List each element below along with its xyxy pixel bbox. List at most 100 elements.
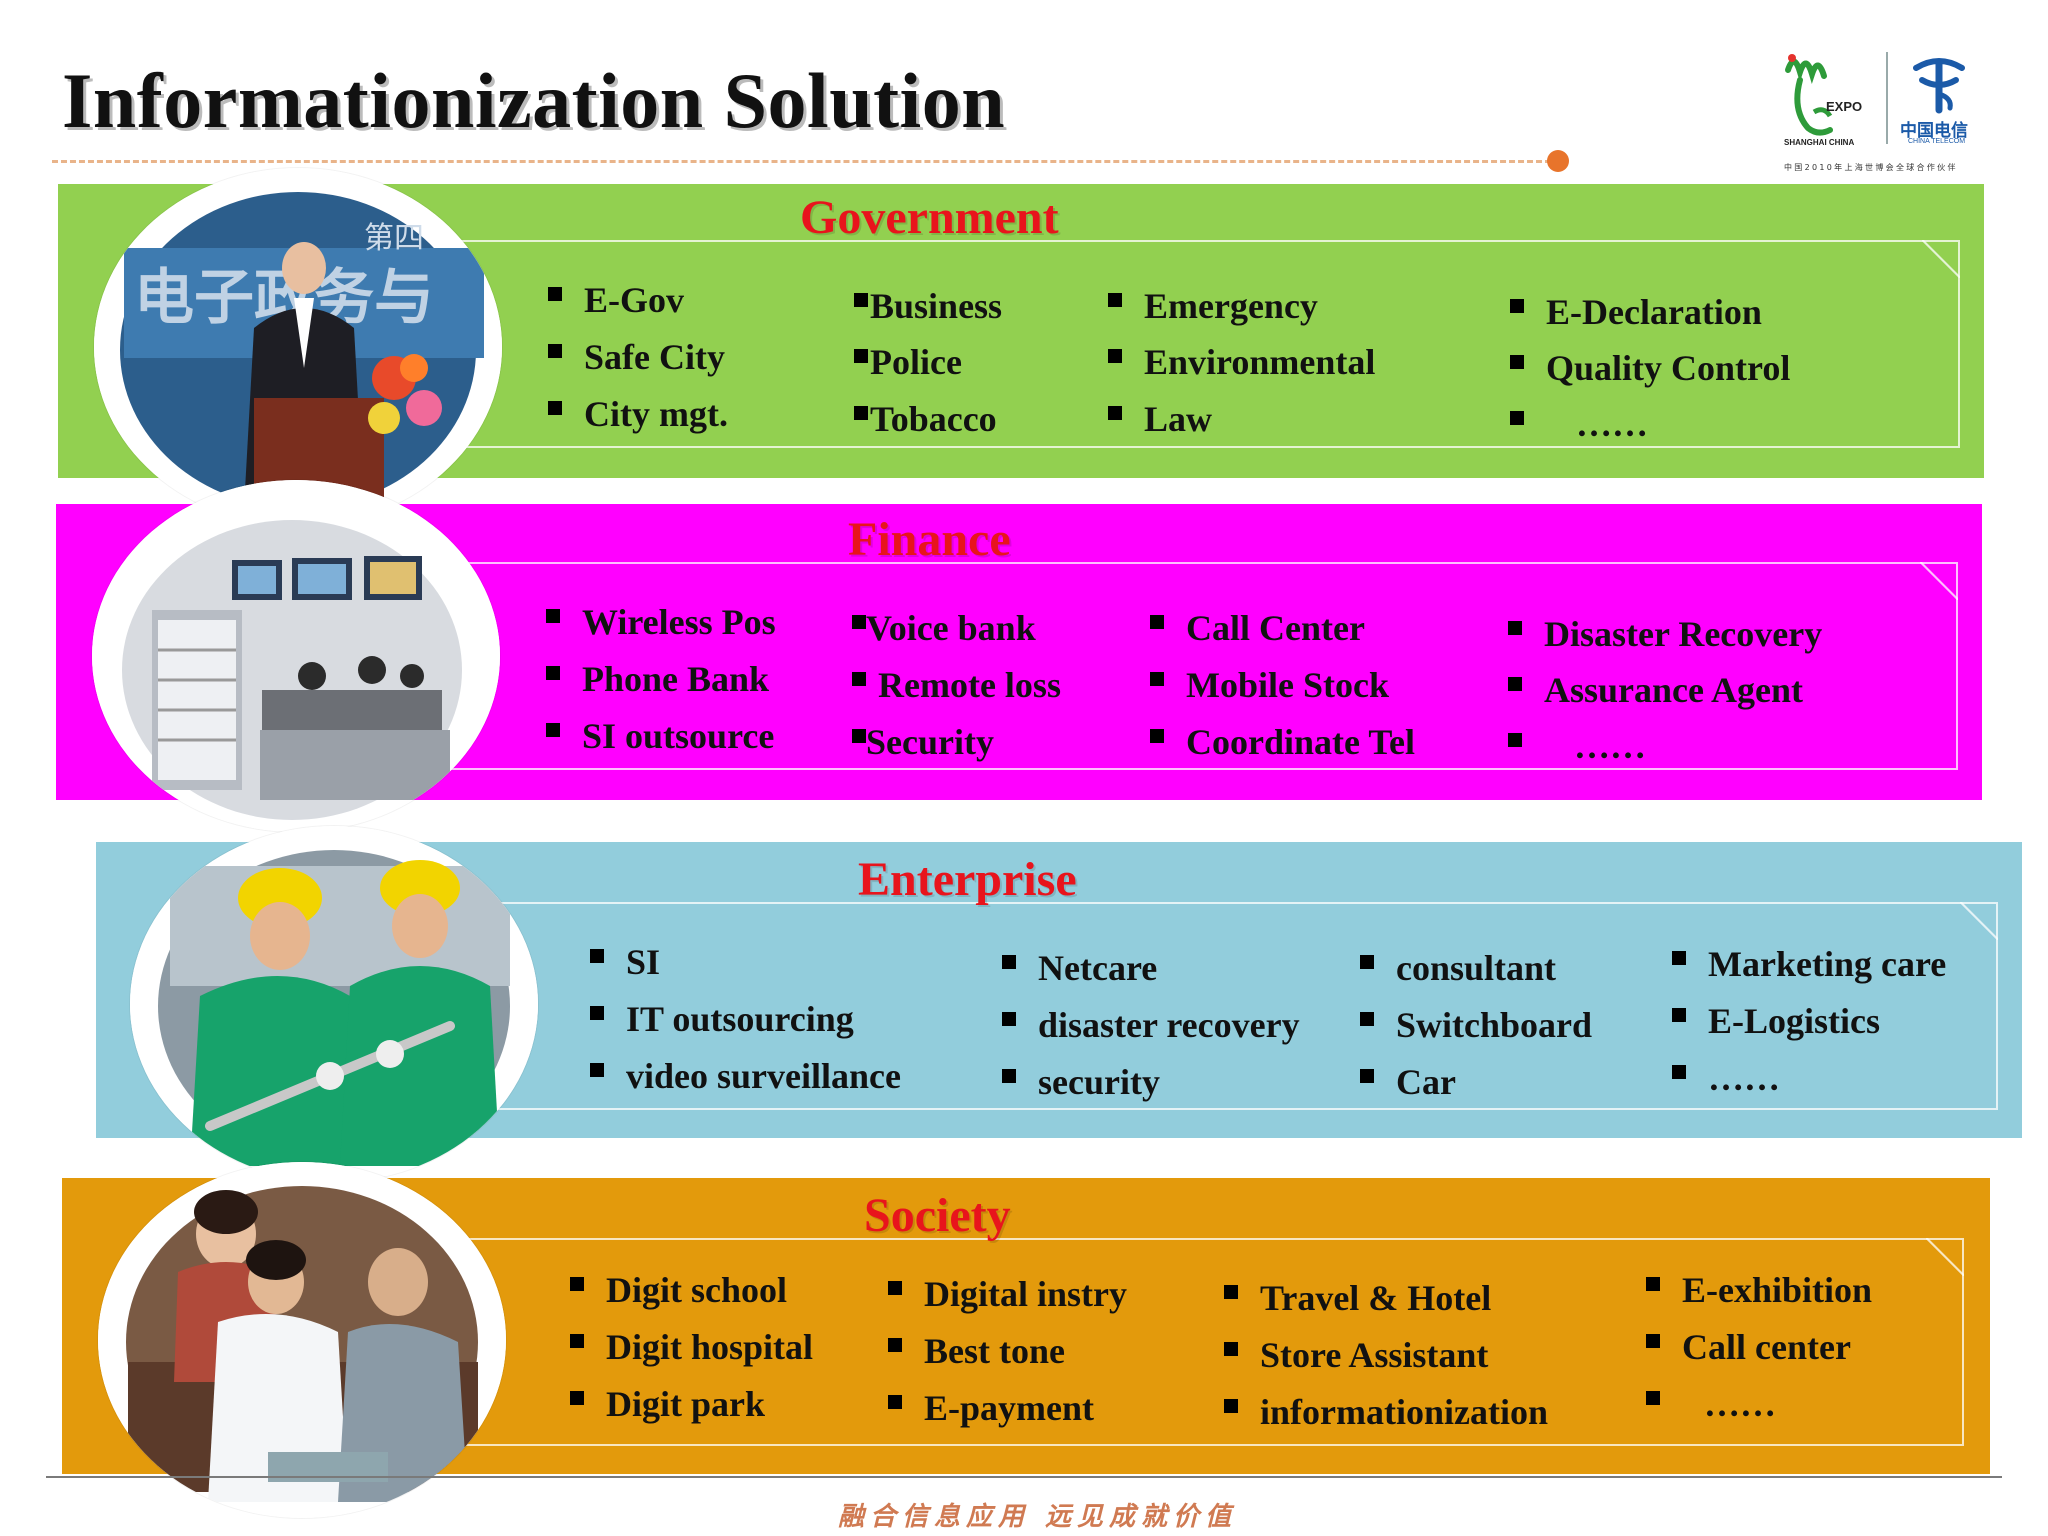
bullet-icon [1510, 410, 1524, 425]
bullet-icon [854, 292, 868, 307]
bullet-icon [1150, 614, 1164, 629]
list-item: Police [854, 342, 962, 382]
list-item: Business [854, 286, 1002, 326]
photo-government: 电子政务与 第四 [94, 168, 502, 526]
list-item: Digit school [570, 1270, 787, 1310]
china-telecom-en: CHINA TELECOM [1908, 138, 1966, 145]
list-item: Security [852, 722, 994, 762]
bullet-icon [1360, 1068, 1374, 1083]
bullet-icon [590, 1062, 604, 1077]
list-item: SI [590, 942, 660, 982]
svg-text:第四: 第四 [364, 221, 424, 256]
list-item: Digital instry [888, 1274, 1127, 1314]
section-society-frame [424, 1238, 1964, 1446]
expo-logo-icon [1785, 54, 1833, 136]
list-item: Voice bank [852, 608, 1036, 648]
list-item: E-payment [888, 1388, 1094, 1428]
photo-enterprise [130, 826, 538, 1182]
list-item: Travel & Hotel [1224, 1278, 1491, 1318]
bullet-icon [1672, 1007, 1686, 1022]
bullet-icon [854, 405, 868, 420]
list-item: Quality Control [1510, 348, 1790, 388]
list-item: IT outsourcing [590, 999, 854, 1039]
section-finance-frame [420, 562, 1958, 770]
list-item: Tobacco [854, 399, 997, 439]
bullet-icon [1150, 728, 1164, 743]
section-society-title: Society [864, 1189, 1011, 1242]
list-item: Disaster Recovery [1508, 614, 1822, 654]
list-item: …… [1672, 1058, 1780, 1098]
list-item: Mobile Stock [1150, 665, 1389, 705]
bullet-icon [852, 614, 866, 629]
bullet-icon [888, 1337, 902, 1352]
list-item: Digit hospital [570, 1327, 813, 1367]
bullet-icon [1224, 1341, 1238, 1356]
list-item: …… [1510, 404, 1648, 444]
bullet-icon [1224, 1398, 1238, 1413]
list-item: Wireless Pos [546, 602, 776, 642]
bullet-icon [1108, 348, 1122, 363]
bullet-icon [852, 671, 866, 686]
list-item: Call Center [1150, 608, 1365, 648]
list-item: Store Assistant [1224, 1335, 1488, 1375]
footer-divider [46, 1476, 2002, 1478]
list-item: Environmental [1108, 342, 1375, 382]
bullet-icon [1108, 405, 1122, 420]
bullet-icon [1510, 298, 1524, 313]
bullet-icon [1224, 1284, 1238, 1299]
logo-separator [1886, 52, 1888, 144]
bullet-icon [1672, 950, 1686, 965]
bullet-icon [854, 348, 868, 363]
list-item: Law [1108, 399, 1212, 439]
list-item: SI outsource [546, 716, 774, 756]
bullet-icon [1150, 671, 1164, 686]
list-item: …… [1508, 726, 1646, 766]
list-item: E-Gov [548, 280, 684, 320]
bullet-icon [1360, 954, 1374, 969]
page-title: Informationization Solution [62, 57, 1006, 144]
bullet-icon [1108, 292, 1122, 307]
list-item: disaster recovery [1002, 1005, 1300, 1045]
bullet-icon [546, 665, 560, 680]
footer-slogan: 融合信息应用 远见成就价值 [838, 1502, 1238, 1532]
list-item: Digit park [570, 1384, 765, 1424]
bullet-icon [548, 400, 562, 415]
section-finance-title: Finance [848, 513, 1011, 566]
bullet-icon [590, 948, 604, 963]
list-item: City mgt. [548, 394, 728, 434]
bullet-icon [1508, 676, 1522, 691]
list-item: informationization [1224, 1392, 1548, 1432]
bullet-icon [1646, 1333, 1660, 1348]
list-item: E-exhibition [1646, 1270, 1872, 1310]
china-telecom-cn: 中国电信 [1900, 121, 1968, 141]
bullet-icon [1002, 1011, 1016, 1026]
expo-mark-text: EXPO [1826, 99, 1863, 114]
list-item: Coordinate Tel [1150, 722, 1415, 762]
list-item: Phone Bank [546, 659, 769, 699]
list-item: Netcare [1002, 948, 1157, 988]
partner-logos: EXPO SHANGHAI CHINA 中国电信 CHINA TELECOM 中… [1778, 50, 1990, 180]
bullet-icon [1646, 1276, 1660, 1291]
bullet-icon [548, 286, 562, 301]
china-telecom-logo-icon [1913, 58, 1965, 114]
bullet-icon [1508, 732, 1522, 747]
title-divider [52, 160, 1560, 163]
list-item: Best tone [888, 1331, 1065, 1371]
expo-sub-text: SHANGHAI CHINA [1784, 138, 1855, 147]
list-item: Call center [1646, 1327, 1851, 1367]
bullet-icon [888, 1394, 902, 1409]
bullet-icon [888, 1280, 902, 1295]
list-item: video surveillance [590, 1056, 901, 1096]
bullet-icon [1646, 1390, 1660, 1405]
bullet-icon [1508, 620, 1522, 635]
section-government-title: Government [800, 191, 1059, 244]
bullet-icon [1002, 954, 1016, 969]
list-item: E-Declaration [1510, 292, 1762, 332]
bullet-icon [590, 1005, 604, 1020]
bullet-icon [570, 1276, 584, 1291]
list-item: Marketing care [1672, 944, 1946, 984]
divider-dot [1547, 150, 1569, 172]
bullet-icon [1672, 1064, 1686, 1079]
list-item: Car [1360, 1062, 1456, 1102]
list-item: E-Logistics [1672, 1001, 1880, 1041]
